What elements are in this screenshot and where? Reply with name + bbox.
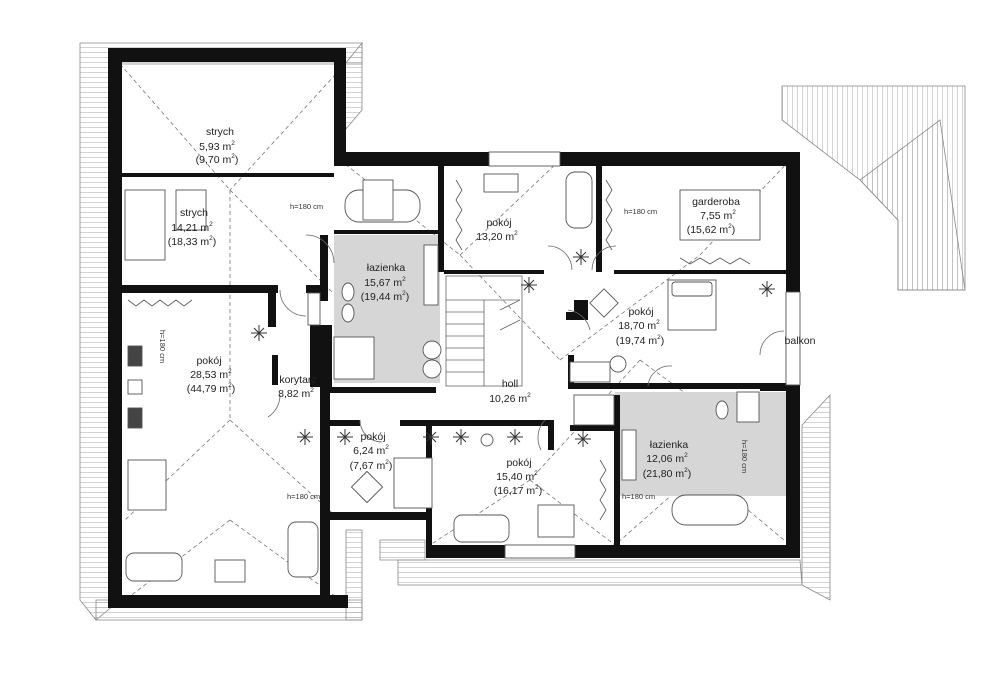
svg-text:(18,33 m2): (18,33 m2) [168,235,217,248]
room-pokoj-top: pokój 13,20 m2 [476,217,518,243]
height-label: h=180 cm [287,492,320,501]
room-area-gross: (44,79 m [187,383,229,395]
bathroom-right-floor [615,392,798,496]
room-area-gross: (15,62 m [687,224,729,236]
svg-text:15,40 m2: 15,40 m2 [496,470,538,483]
room-pokoj-bottom: pokój 15,40 m2 (16,17 m2) [494,457,543,497]
svg-text:15,67 m2: 15,67 m2 [364,276,406,289]
svg-text:5,93 m2: 5,93 m2 [199,140,235,153]
room-garderoba: garderoba 7,55 m2 (15,62 m2) [687,196,740,236]
room-balkon: balkon [785,335,816,347]
wardrobes [127,179,751,521]
room-name: strych [206,126,234,138]
room-area: 15,40 m [496,471,534,483]
room-area-gross: (21,80 m [643,468,685,480]
walls [108,48,800,608]
room-area: 14,21 m [171,222,209,234]
room-area-gross: (18,33 m [168,236,210,248]
room-area-gross: (7,67 m [350,460,386,472]
room-name: pokój [360,431,385,443]
svg-text:13,20 m2: 13,20 m2 [476,230,518,243]
room-lazienka-top: łazienka 15,67 m2 (19,44 m2) [361,262,410,303]
svg-text:8,82 m2: 8,82 m2 [278,387,314,400]
svg-text:(44,79 m2): (44,79 m2) [187,382,236,395]
room-name: korytarz [279,374,316,386]
room-name: łazienka [367,262,406,274]
room-area: 28,53 m [190,369,228,381]
room-strych-mid: strych 14,21 m2 (18,33 m2) [168,207,217,248]
room-area: 13,20 m [476,231,514,243]
room-pokoj-master: pokój 18,70 m2 (19,74 m2) [616,306,665,347]
room-area-gross: (16,17 m [494,485,536,497]
height-label: h=180 cm [740,440,749,473]
fixtures [125,171,760,582]
room-name: garderoba [692,196,740,208]
height-label: h=180 cm [622,492,655,501]
room-pokoj-left: pokój 28,53 m2 (44,79 m2) [187,355,236,395]
room-area-gross: (9,70 m [196,154,232,166]
room-name: holl [502,378,518,390]
height-label: h=180 cm [624,207,657,216]
svg-text:(9,70 m2): (9,70 m2) [196,153,239,166]
room-name: strych [180,207,208,219]
room-holl: holl 10,26 m2 [489,378,531,405]
plants [251,249,775,447]
room-area-gross: (19,74 m [616,335,658,347]
svg-text:14,21 m2: 14,21 m2 [171,221,213,234]
room-name: pokój [196,355,221,367]
room-name: pokój [486,217,511,229]
svg-text:6,24 m2: 6,24 m2 [353,444,389,457]
height-label: h=180 cm [158,330,167,363]
svg-text:(19,74 m2): (19,74 m2) [616,334,665,347]
room-name: łazienka [650,439,689,451]
room-name: pokój [506,457,531,469]
height-annotations: h=180 cm h=180 cm h=180 cm h=180 cm h=18… [158,202,749,501]
room-area-gross: (19,44 m [361,291,403,303]
room-strych-top: strych 5,93 m2 (9,70 m2) [196,126,239,166]
room-area: 7,55 m [700,210,732,222]
svg-text:(7,67 m2): (7,67 m2) [350,459,393,472]
room-area: 10,26 m [489,393,527,405]
room-area: 12,06 m [646,453,684,465]
room-area: 18,70 m [618,320,656,332]
staircase [445,275,523,387]
svg-text:(19,44 m2): (19,44 m2) [361,290,410,303]
room-lazienka-right: łazienka 12,06 m2 (21,80 m2) [643,439,692,480]
room-name: pokój [628,306,653,318]
room-area: 8,82 m [278,388,310,400]
room-pokoj-small: pokój 6,24 m2 (7,67 m2) [350,431,393,472]
svg-text:(15,62 m2): (15,62 m2) [687,223,736,236]
svg-text:7,55 m2: 7,55 m2 [700,209,736,222]
room-area: 5,93 m [199,141,231,153]
svg-text:12,06 m2: 12,06 m2 [646,452,688,465]
room-area: 15,67 m [364,277,402,289]
svg-text:10,26 m2: 10,26 m2 [489,392,531,405]
windows [307,151,801,559]
svg-text:18,70 m2: 18,70 m2 [618,319,660,332]
height-label: h=180 cm [290,202,323,211]
svg-text:(21,80 m2): (21,80 m2) [643,467,692,480]
doors [267,234,785,451]
room-area: 6,24 m [353,445,385,457]
svg-text:28,53 m2: 28,53 m2 [190,368,232,381]
furniture [124,173,761,583]
room-korytarz: korytarz 8,82 m2 [278,374,317,400]
svg-text:(16,17 m2): (16,17 m2) [494,484,543,497]
